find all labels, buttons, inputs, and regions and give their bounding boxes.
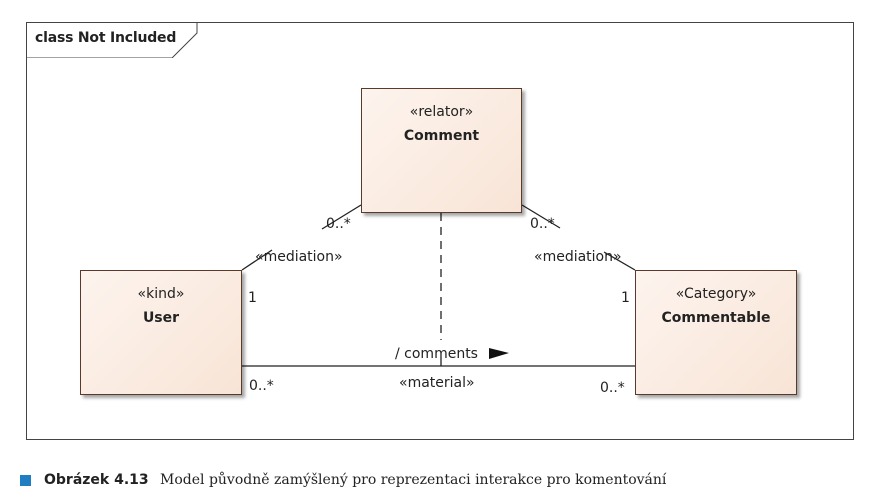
association-stereotype-label: «mediation» [255,249,343,265]
frame-title: class Not Included [35,30,177,46]
class-commentable[interactable]: «Category» Commentable [635,270,797,395]
class-user[interactable]: «kind» User [80,270,242,395]
association-stereotype-label: «material» [399,375,475,391]
class-comment[interactable]: «relator» Comment [361,88,522,213]
multiplicity-label: 1 [621,290,630,306]
caption-text: Model původně zamýšlený pro reprezentaci… [160,472,667,488]
mediation-line-user [321,204,362,230]
caption-label: Obrázek 4.13 [44,472,149,488]
multiplicity-label: 0..* [530,216,555,232]
class-name: Comment [403,128,480,144]
association-name-label: / comments [395,346,478,362]
multiplicity-label: 0..* [249,378,274,394]
multiplicity-label: 0..* [600,380,625,396]
multiplicity-label: 0..* [326,216,351,232]
multiplicity-label: 1 [248,290,257,306]
mediation-line-commentable [521,204,561,229]
class-stereotype: «relator» [409,104,474,120]
class-stereotype: «kind» [137,286,185,302]
class-stereotype: «Category» [675,286,757,302]
caption-marker [20,475,31,486]
direction-arrow-icon [489,348,509,359]
class-name: User [142,310,180,326]
class-name: Commentable [661,310,771,326]
association-stereotype-label: «mediation» [534,249,622,265]
frame-tab [26,22,198,58]
